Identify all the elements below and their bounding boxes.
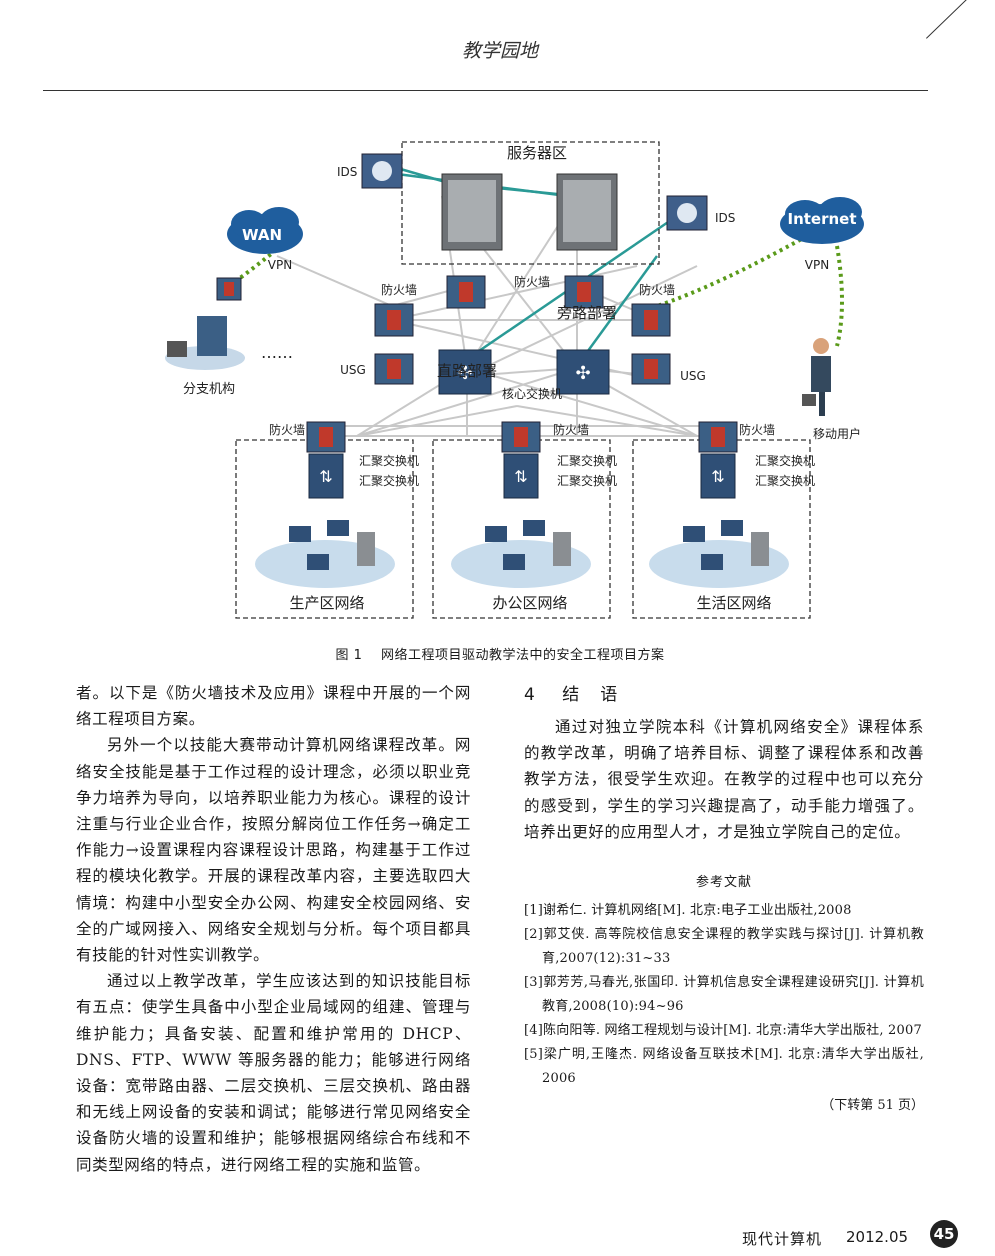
agg-switch-icon: ⇅ bbox=[700, 453, 736, 499]
zone-living-label: 生活区网络 bbox=[696, 594, 771, 612]
branch-dots: …… bbox=[261, 343, 293, 362]
usg-label-right: USG bbox=[680, 369, 706, 383]
figure-caption-text: 网络工程项目驱动教学法中的安全工程项目方案 bbox=[380, 648, 665, 663]
figure-caption: 图 1 网络工程项目驱动教学法中的安全工程项目方案 bbox=[200, 644, 800, 663]
header-diagonal bbox=[926, 0, 981, 40]
agg-switch-label: 汇聚交换机 bbox=[557, 453, 617, 468]
firewall-label: 防火墙 bbox=[739, 422, 775, 437]
mobile-user-label: 移动用户 bbox=[813, 426, 861, 441]
header-rule bbox=[43, 90, 928, 92]
agg-switch-label: 汇聚交换机 bbox=[359, 473, 419, 488]
server-1 bbox=[441, 173, 503, 251]
agg-switch-label: 汇聚交换机 bbox=[755, 453, 815, 468]
vpn-label-right: VPN bbox=[805, 258, 829, 272]
agg-switch-label: 汇聚交换机 bbox=[755, 473, 815, 488]
wan-label: WAN bbox=[242, 226, 282, 244]
server-zone-box bbox=[401, 141, 660, 265]
usg-icon bbox=[631, 353, 671, 385]
svg-text:⇅: ⇅ bbox=[514, 467, 527, 486]
firewall-icon bbox=[216, 277, 242, 301]
firewall-label: 防火墙 bbox=[514, 274, 550, 289]
section-number: 4 bbox=[524, 685, 537, 705]
firewall-label: 防火墙 bbox=[381, 282, 417, 297]
firewall-icon bbox=[306, 421, 346, 453]
references-title: 参考文献 bbox=[695, 875, 752, 891]
ids-label-right: IDS bbox=[715, 211, 735, 225]
reference-item: [1]谢希仁. 计算机网络[M]. 北京:电子工业出版社,2008 bbox=[524, 903, 852, 919]
firewall-icon bbox=[501, 421, 541, 453]
issue-date: 2012.05 bbox=[846, 1228, 909, 1246]
reference-item: [2]郭艾侠. 高等院校信息安全课程的教学实践与探讨[J]. 计算机教育,200… bbox=[524, 927, 924, 967]
right-column: 4 结 语 通过对独立学院本科《计算机网络安全》课程体系的教学改革，明确了培养目… bbox=[524, 680, 924, 1117]
server-zone-label: 服务器区 bbox=[507, 144, 567, 162]
server-2 bbox=[556, 173, 618, 251]
agg-switch-icon: ⇅ bbox=[503, 453, 539, 499]
agg-switch-icon: ⇅ bbox=[308, 453, 344, 499]
lan-cluster-icon bbox=[255, 520, 395, 588]
reference-item: [3]郭芳芳,马春光,张国印. 计算机信息安全课程建设研究[J]. 计算机教育,… bbox=[524, 975, 924, 1015]
network-diagram: 服务器区 IDS IDS WAN VPN Inter bbox=[157, 136, 868, 622]
lan-cluster-icon bbox=[649, 520, 789, 588]
firewall-icon bbox=[446, 275, 486, 309]
svg-text:⇅: ⇅ bbox=[711, 467, 724, 486]
branch-label: 分支机构 bbox=[183, 382, 235, 397]
usg-label-left: USG bbox=[340, 363, 366, 377]
svg-text:⇅: ⇅ bbox=[319, 467, 332, 486]
wan-cloud-icon bbox=[227, 207, 303, 254]
usg-icon bbox=[374, 353, 414, 385]
ids-label-left: IDS bbox=[337, 165, 357, 179]
internet-label: Internet bbox=[787, 210, 856, 228]
conclusion-paragraph: 通过对独立学院本科《计算机网络安全》课程体系的教学改革，明确了培养目标、调整了课… bbox=[524, 718, 924, 841]
core-switch-icon: ✣ bbox=[556, 349, 610, 395]
bypass-label: 旁路部署 bbox=[557, 304, 617, 322]
vpn-links bbox=[227, 234, 844, 347]
page-number: 45 bbox=[930, 1220, 958, 1248]
vpn-label-left: VPN bbox=[268, 258, 292, 272]
firewall-icon bbox=[631, 303, 671, 337]
svg-text:✣: ✣ bbox=[575, 363, 590, 384]
figure-caption-number: 图 1 bbox=[335, 648, 363, 663]
continued-note: （下转第 51 页） bbox=[821, 1098, 924, 1114]
core-switch-label: 核心交换机 bbox=[502, 386, 562, 401]
reference-item: [5]梁广明,王隆杰. 网络设备互联技术[M]. 北京:清华大学出版社, 200… bbox=[524, 1047, 924, 1087]
network-diagram-svg: 服务器区 IDS IDS WAN VPN Inter bbox=[165, 141, 864, 619]
firewall-icon bbox=[374, 303, 414, 337]
branch-building-icon bbox=[165, 286, 245, 370]
firewall-icon bbox=[564, 275, 604, 309]
paragraph: 者。以下是《防火墙技术及应用》课程中开展的一个网络工程项目方案。 bbox=[76, 684, 471, 729]
lan-cluster-icon bbox=[451, 520, 591, 588]
left-column: 者。以下是《防火墙技术及应用》课程中开展的一个网络工程项目方案。 另外一个以技能… bbox=[76, 680, 471, 1178]
firewall-icon bbox=[698, 421, 738, 453]
section-heading: 4 结 语 bbox=[524, 680, 924, 705]
section-title: 结 语 bbox=[562, 685, 620, 705]
zone-office-label: 办公区网络 bbox=[492, 594, 567, 612]
mobile-user-icon bbox=[802, 338, 831, 416]
zone-production-label: 生产区网络 bbox=[289, 594, 364, 612]
internet-cloud-icon bbox=[780, 197, 864, 244]
firewall-label: 防火墙 bbox=[553, 422, 589, 437]
core-switch-icon: ✣ bbox=[438, 349, 492, 395]
section-header: 教学园地 bbox=[461, 40, 538, 62]
svg-text:✣: ✣ bbox=[457, 363, 472, 384]
reference-item: [4]陈向阳等. 网络工程规划与设计[M]. 北京:清华大学出版社, 2007 bbox=[524, 1023, 922, 1039]
firewall-label: 防火墙 bbox=[639, 282, 675, 297]
firewall-label: 防火墙 bbox=[269, 422, 305, 437]
paragraph: 通过以上教学改革，学生应该达到的知识技能目标有五点：使学生具备中小型企业局域网的… bbox=[76, 972, 471, 1174]
inline-label: 直路部署 bbox=[437, 362, 497, 380]
agg-switch-label: 汇聚交换机 bbox=[557, 473, 617, 488]
paragraph: 另外一个以技能大赛带动计算机网络课程改革。网络安全技能是基于工作过程的设计理念，… bbox=[76, 736, 471, 965]
journal-name: 现代计算机 bbox=[742, 1230, 823, 1248]
agg-switch-label: 汇聚交换机 bbox=[359, 453, 419, 468]
